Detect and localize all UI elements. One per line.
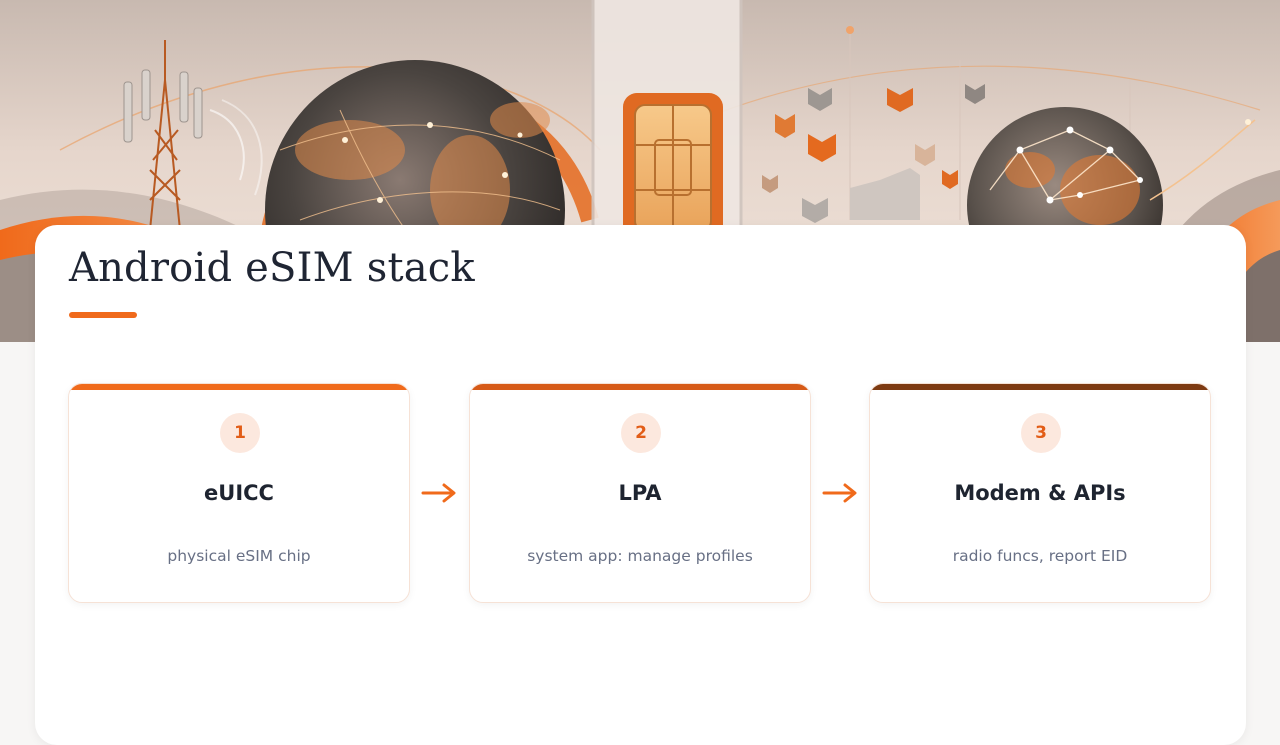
step-title: LPA — [618, 481, 662, 505]
title-underline — [69, 312, 137, 318]
step-card-euicc: 1 eUICC physical eSIM chip — [68, 383, 410, 603]
step-description: physical eSIM chip — [167, 547, 311, 565]
slide-title: Android eSIM stack — [69, 245, 475, 291]
step-accent-bar — [870, 384, 1210, 390]
step-number-badge: 1 — [220, 413, 260, 453]
step-title: Modem & APIs — [954, 481, 1126, 505]
step-accent-bar — [470, 384, 810, 390]
step-card-modem-apis: 3 Modem & APIs radio funcs, report EID — [869, 383, 1211, 603]
arrow-right-icon — [421, 483, 456, 503]
step-accent-bar — [69, 384, 409, 390]
step-card-lpa: 2 LPA system app: manage profiles — [469, 383, 811, 603]
step-number-badge: 3 — [1021, 413, 1061, 453]
step-description: system app: manage profiles — [527, 547, 753, 565]
step-title: eUICC — [204, 481, 274, 505]
step-description: radio funcs, report EID — [952, 547, 1128, 565]
step-number-badge: 2 — [621, 413, 661, 453]
arrow-right-icon — [822, 483, 857, 503]
content-card: Android eSIM stack 1 eUICC physical eSIM… — [35, 225, 1246, 745]
